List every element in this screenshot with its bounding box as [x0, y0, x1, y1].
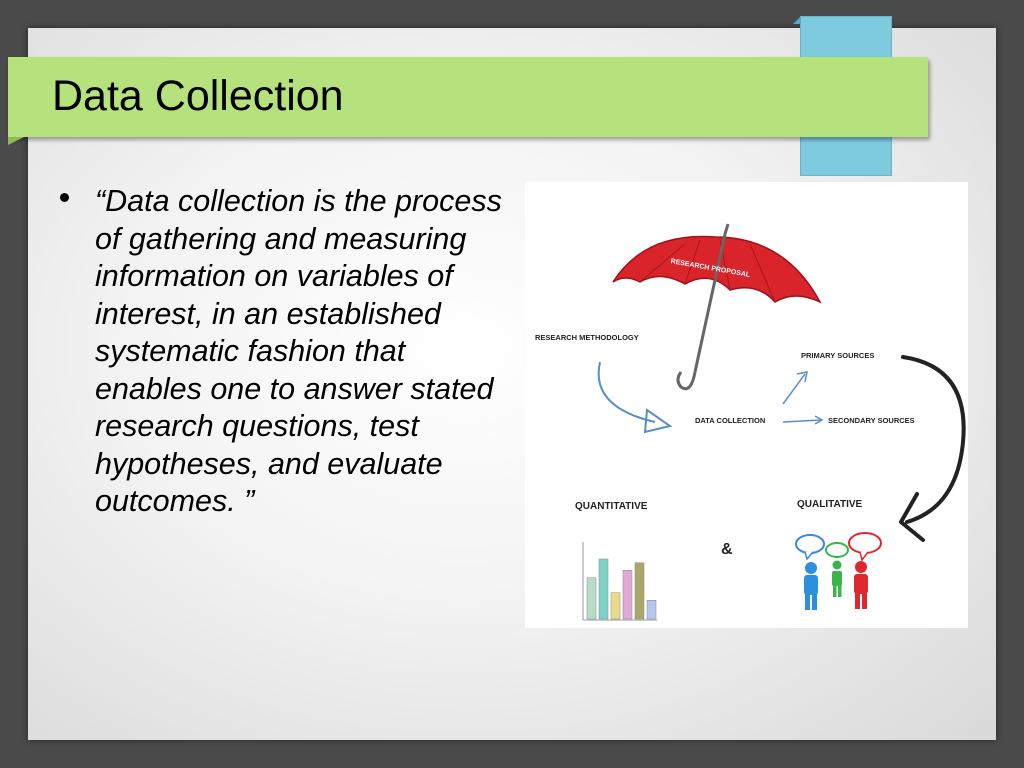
arrowhead-icon [899, 492, 925, 542]
mini-bar [634, 562, 645, 620]
mini-bar [622, 570, 633, 620]
arrowhead-icon [643, 408, 673, 434]
mini-bar [646, 600, 657, 620]
quantitative-label: QUANTITATIVE [575, 501, 648, 512]
qualitative-label: QUALITATIVE [797, 499, 863, 510]
speech-bubbles-icon [795, 532, 882, 562]
bullet-marker [60, 193, 69, 202]
arrow-to-primary [782, 373, 806, 405]
primary-sources-label: PRIMARY SOURCES [801, 351, 874, 360]
curved-arrow-to-qualitative [901, 355, 966, 524]
arrowhead-icon [814, 415, 824, 425]
bullet-quote-text: “Data collection is the process of gathe… [95, 184, 502, 518]
research-methodology-label: RESEARCH METHODOLOGY [535, 333, 639, 342]
title-banner: Data Collection [8, 57, 928, 145]
mini-bar [610, 592, 621, 620]
mini-bar [598, 558, 609, 620]
curved-arrow-to-data-collection [597, 361, 656, 423]
mini-bar [586, 577, 597, 620]
ampersand: & [721, 541, 733, 558]
slide-title: Data Collection [52, 72, 344, 120]
arrowhead-icon [796, 371, 808, 383]
arrow-to-secondary [782, 419, 822, 423]
people-group-icon [804, 560, 868, 610]
research-diagram-figure: RESEARCH PROPOSAL RESEARCH METHODOLOGY D… [525, 182, 968, 628]
umbrella-icon: RESEARCH PROPOSAL [612, 223, 822, 391]
research-diagram-svg: RESEARCH PROPOSAL RESEARCH METHODOLOGY D… [535, 223, 966, 621]
data-collection-label: DATA COLLECTION [695, 416, 765, 425]
secondary-sources-label: SECONDARY SOURCES [828, 416, 915, 425]
bar-chart-icon [582, 542, 657, 621]
